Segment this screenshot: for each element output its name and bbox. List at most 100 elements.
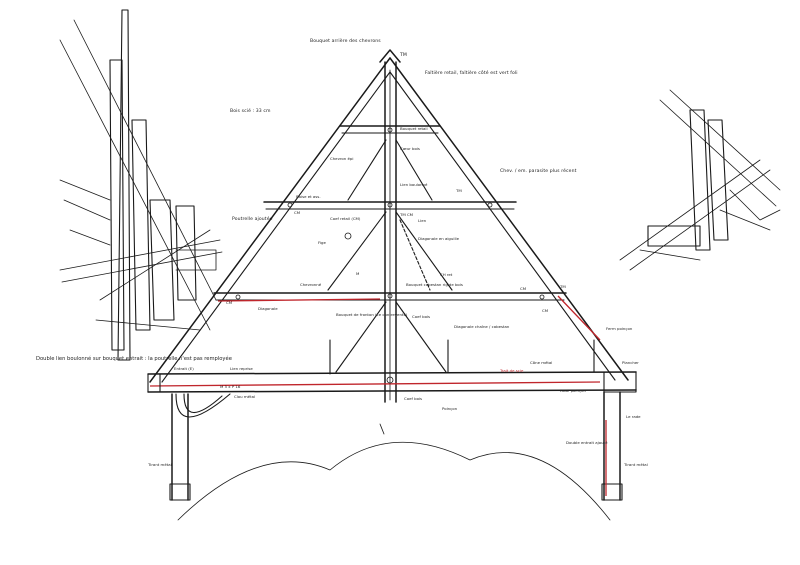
strut-low-right <box>395 301 447 373</box>
red-mark-collar-left <box>217 298 381 302</box>
label-coef-bois: Coef bois <box>412 314 430 319</box>
right-rafter-inner <box>389 71 616 381</box>
right-detail-rafter-d <box>659 99 777 207</box>
label-bouquet-arriere: Bouquet arrière des chevrons <box>310 37 381 44</box>
annotations: Bouquet arrière des chevrons TM Faîtière… <box>36 37 648 467</box>
label-chevronne: Chevronné <box>300 282 322 287</box>
right-detail-rafter-c <box>669 89 781 191</box>
left-detail-post-b <box>109 59 125 351</box>
strut-mid-right <box>395 211 453 291</box>
label-tm-5: TM <box>559 284 566 289</box>
strut-upper-left <box>347 139 387 201</box>
label-tm-top: TM <box>399 52 407 58</box>
left-detail-post-c <box>131 119 151 331</box>
label-ch-metal: Clou métal <box>234 394 255 399</box>
left-detail-post-d <box>149 199 175 321</box>
diagonal-dashed <box>399 219 431 291</box>
ridge-cap <box>379 49 401 63</box>
label-diagonale-cabestan: Diagonale chaîne / cabestan <box>454 324 510 329</box>
label-coef-bois-2: Coef bois <box>404 396 422 401</box>
left-detail-hatch-c <box>69 229 111 246</box>
label-tirant-metal-right: Tirant métal <box>623 462 648 467</box>
left-detail-rafter-b <box>73 19 217 301</box>
tie-beam-top <box>147 371 637 375</box>
right-post-base <box>601 483 623 501</box>
label-raise: Raise et ass. <box>296 194 321 199</box>
strut-low-left <box>335 301 387 373</box>
red-mark-right-rafter <box>557 295 601 341</box>
label-cm-3: CM <box>542 308 548 313</box>
left-rafter-inner <box>161 71 391 383</box>
label-cone-metal: Cône métal <box>530 360 552 365</box>
label-bouquet-cabestan: Bouquet cabestan rigide bois <box>406 282 463 287</box>
label-lien-boulonne: Lien boulonné <box>400 182 428 187</box>
label-le-rade: Le rade <box>626 414 641 419</box>
right-detail-hatch-b <box>719 209 771 231</box>
left-post-base <box>169 483 191 501</box>
label-bouquet-retail: Bouquet retail <box>400 126 428 131</box>
right-detail-rafter-b <box>629 169 771 271</box>
left-detail-sketch <box>59 9 223 361</box>
label-cm-2: CM <box>226 300 232 305</box>
label-poinson-c: Poinçon <box>442 406 458 411</box>
vault-tick <box>379 423 385 435</box>
right-rafter-outer <box>389 57 629 381</box>
label-faitage: Faîtière retail, faîtière côté est vert … <box>425 69 518 76</box>
label-plancher: Plancher <box>622 360 639 365</box>
strut-upper-right <box>395 139 433 201</box>
label-coef-retail: Coef retail (CM) <box>330 216 361 221</box>
right-detail-rafter-a <box>619 159 761 261</box>
label-tm-mid: TM <box>455 188 462 193</box>
label-tm-cm: TM CM <box>399 212 413 217</box>
label-lien-1: Lien <box>418 218 427 223</box>
left-detail-rafter-a <box>59 39 211 331</box>
right-detail-hatch-a <box>729 189 781 221</box>
left-rafter-outer <box>149 57 391 383</box>
peg-marks <box>235 127 545 384</box>
label-lien-reprise: Lien reprise <box>230 366 253 371</box>
label-cm-4: CM <box>520 286 526 291</box>
label-bois-scie: Bois scié : 33 cm <box>230 107 271 114</box>
label-cm-1: CM <box>294 210 300 215</box>
left-detail-hatch-a <box>59 179 111 201</box>
label-left-note: Double lien boulonné sur bouquet entrait… <box>36 355 232 362</box>
label-m: M <box>356 271 359 276</box>
left-detail-post-e <box>175 205 197 301</box>
left-detail-block <box>175 249 217 271</box>
curved-brace-left <box>175 393 231 418</box>
left-detail-beam-c <box>99 229 211 301</box>
label-bouquet-fronton: Bouquet de fronton (ce contreventé) <box>336 312 408 317</box>
right-detail-post-a <box>689 109 711 251</box>
label-trait-red: Trait de scie <box>499 368 524 373</box>
main-truss <box>147 49 637 521</box>
label-chevron-epi: Chevron épi <box>330 156 353 161</box>
label-diagonale: Diagonale en aiguille <box>418 236 460 241</box>
label-poutre: Poutrelle ajoutée <box>232 215 273 222</box>
left-detail-beam-d <box>95 319 201 331</box>
label-entrait: Entrait (E) <box>174 366 194 371</box>
curved-brace-left-inner <box>183 393 223 413</box>
label-coeur-bois: Cœur bois <box>400 146 420 151</box>
right-detail-hatch-c <box>639 249 701 261</box>
vault-outline <box>177 441 611 521</box>
label-double-entrait: Double entrait ajouté <box>566 440 608 445</box>
label-ferm-poinc: Ferm poinçon <box>606 326 633 331</box>
label-ch-ret: CH ret <box>440 272 453 277</box>
left-detail-beam-a <box>59 239 221 271</box>
red-mark-tie-beam <box>149 381 601 387</box>
tie-beam-end-left <box>147 373 161 393</box>
label-fige: Fige <box>318 240 327 245</box>
left-detail-post-a <box>117 9 131 361</box>
strut-mid-left <box>327 211 387 291</box>
tie-beam-bottom <box>147 389 637 393</box>
label-tirant-metal: Tirant métal <box>147 462 172 467</box>
left-detail-beam-b <box>61 251 223 283</box>
label-rose-poinc: Rose poinçon <box>560 388 586 393</box>
label-chevron-parasite: Chev. / em. parasite plus récent <box>500 167 577 174</box>
right-detail-post-b <box>707 119 729 241</box>
tie-beam-end-right <box>603 371 637 393</box>
right-detail-sketch <box>619 89 781 271</box>
right-detail-beam-block <box>647 225 701 247</box>
label-m5x: M 5 x P 16 <box>220 384 241 389</box>
